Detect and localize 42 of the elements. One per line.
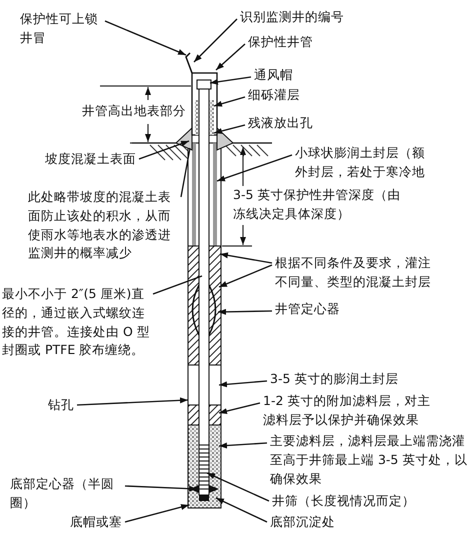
callout-text: 细砾灌层 [248, 86, 300, 104]
leader-line [76, 397, 188, 406]
callout-text: 此处略带坡度的混凝土表面防止该处的积水，从而使雨水等地表水的渗透进监测井的概率减少 [28, 188, 172, 262]
dimension-label: 3-5 英寸保护性井管深度（由冻线决定具体深度） [233, 186, 402, 223]
callout-text: 井筛（长度视情况而定） [272, 492, 415, 510]
leader-line [216, 497, 268, 523]
leader-line [138, 140, 190, 160]
callout-text: 识别监测井的编号 [240, 8, 344, 26]
callout-text: 坡度混凝土表面 [45, 150, 136, 168]
callout-text: 3-5 英寸的膨润土封层 [270, 370, 398, 388]
callout-text: 底帽或塞 [70, 513, 122, 531]
callout-text: 小球状膨润土封层（额外封层，若处于寒冷地 [295, 144, 426, 181]
leader-line [218, 264, 272, 288]
callout-text: 保护性井管 [248, 33, 313, 51]
leader-line [218, 308, 272, 315]
callout-text: 井管定心器 [275, 300, 340, 318]
callout-text: 保护性可上锁井冒 [20, 10, 99, 47]
leader-line [216, 154, 292, 182]
callout-text: 钻孔 [48, 396, 74, 414]
leader-line [104, 20, 186, 56]
callout-text: 通风帽 [254, 66, 293, 84]
leader-line [218, 402, 260, 414]
leader-line [124, 504, 190, 523]
callout-text: 底部沉淀处 [270, 513, 335, 531]
callout-text: 最小不小于 2″(5 厘米)直径的，通过嵌入式螺纹连接的井管。连接处由 O 型封圈或 PTFE 胶布缠绕。 [2, 285, 150, 360]
callout-text: 主要滤料层，滤料层最上端需浇灌至高于井筛最上端 3-5 英寸处，以确保效果 [270, 432, 468, 488]
leader-line [218, 442, 268, 448]
leader-line [152, 275, 202, 295]
leader-line [214, 124, 246, 134]
leader-line [210, 76, 252, 85]
callout-text: 底部定心器（半圆圈） [10, 475, 115, 512]
callout-text: 1-2 英寸的附加滤料层，对主滤料层予以保护并确保效果 [263, 392, 432, 429]
leader-line [218, 380, 268, 388]
callout-text: 残液放出孔 [248, 114, 313, 132]
leader-line [180, 148, 191, 198]
leader-line [216, 44, 246, 70]
callout-text: 根据不同条件及要求，灌注不同量、类型的混凝土封层 [275, 254, 432, 291]
leader-line [194, 18, 238, 62]
leader-line [206, 472, 270, 502]
dimension-label: 井管高出地表部分 [82, 102, 186, 120]
leader-line [220, 252, 272, 264]
leader-line [214, 96, 246, 107]
